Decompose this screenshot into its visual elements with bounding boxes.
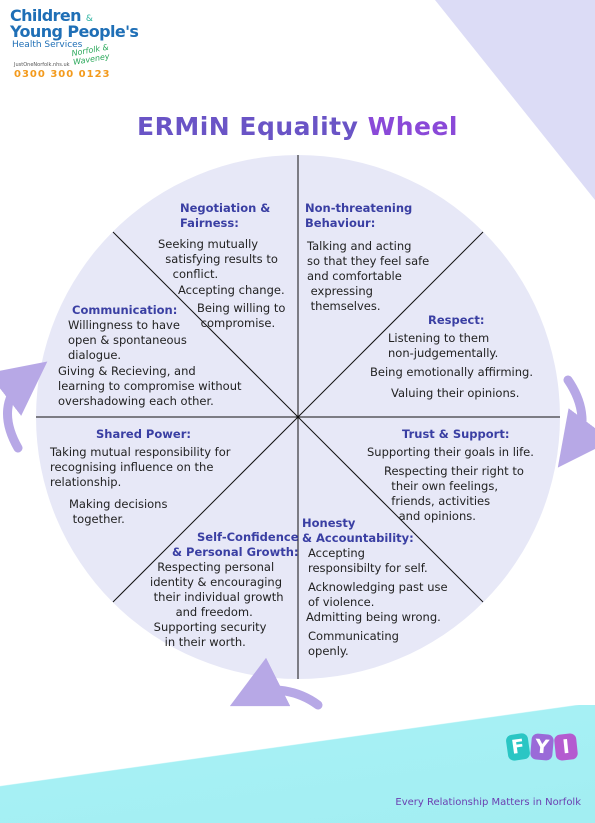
chyps-logo: Children & Young People's Health Service… — [10, 6, 139, 86]
bottom-band — [0, 705, 595, 823]
page-title: ERMiN Equality Wheel — [137, 112, 458, 141]
respect-heading: Respect: — [428, 313, 485, 327]
cycle-arrow-bottom — [229, 657, 323, 710]
tagline: Every Relationship Matters in Norfolk — [395, 797, 581, 808]
fyi-letter-y: Y — [529, 733, 555, 761]
non-threatening-text-1: Talking and acting so that they feel saf… — [307, 239, 430, 313]
logo-line2: Young People's — [10, 22, 139, 41]
honesty-text-4: Communicating openly. — [308, 629, 399, 658]
logo-phone: 0300 300 0123 — [14, 69, 111, 80]
logo-line3: Health Services — [12, 40, 83, 50]
fyi-letter-i: I — [553, 732, 579, 762]
wheel-divider-diagonal-2 — [112, 231, 484, 603]
honesty-text-3: Admitting being wrong. — [306, 610, 441, 624]
logo-website: JustOneNorfolk.nhs.uk — [14, 62, 70, 68]
self-confidence-text-1: Respecting personal identity & encouragi… — [150, 560, 284, 649]
trust-support-heading: Trust & Support: — [402, 427, 510, 441]
trust-support-text-2: Respecting their right to their own feel… — [384, 464, 524, 523]
trust-support-text-1: Supporting their goals in life. — [367, 445, 534, 459]
respect-text-3: Valuing their opinions. — [391, 386, 520, 400]
self-confidence-heading: Self-Confidence & Personal Growth: — [172, 530, 299, 559]
negotiation-text-1: Seeking mutually satisfying results to c… — [158, 237, 278, 281]
communication-heading: Communication: — [72, 303, 178, 317]
cycle-arrow-left — [0, 361, 48, 453]
top-right-triangle — [435, 0, 595, 200]
non-threatening-heading: Non-threatening Behaviour: — [305, 201, 413, 230]
communication-text-2: Giving & Recieving, and learning to comp… — [58, 364, 242, 408]
cycle-arrow-right — [557, 375, 595, 468]
communication-text-1: Willingness to have open & spontaneous d… — [68, 318, 187, 362]
honesty-text-2: Acknowledging past use of violence. — [308, 580, 448, 609]
shared-power-heading: Shared Power: — [96, 427, 191, 441]
honesty-heading: Honesty & Accountability: — [302, 516, 414, 545]
honesty-text-1: Accepting responsibilty for self. — [308, 546, 428, 575]
negotiation-text-2: Accepting change. — [178, 283, 285, 297]
shared-power-text-1: Taking mutual responsibility for recogni… — [50, 445, 231, 489]
logo-line1: Children & — [10, 6, 93, 25]
fyi-letter-f: F — [505, 732, 531, 762]
negotiation-text-3: Being willing to compromise. — [197, 301, 286, 330]
respect-text-1: Listening to them non-judgementally. — [388, 331, 499, 360]
respect-text-2: Being emotionally affirming. — [370, 365, 533, 379]
fyi-logo: F Y I — [505, 728, 585, 774]
shared-power-text-2: Making decisions together. — [69, 497, 168, 526]
negotiation-heading: Negotiation & Fairness: — [180, 201, 271, 230]
